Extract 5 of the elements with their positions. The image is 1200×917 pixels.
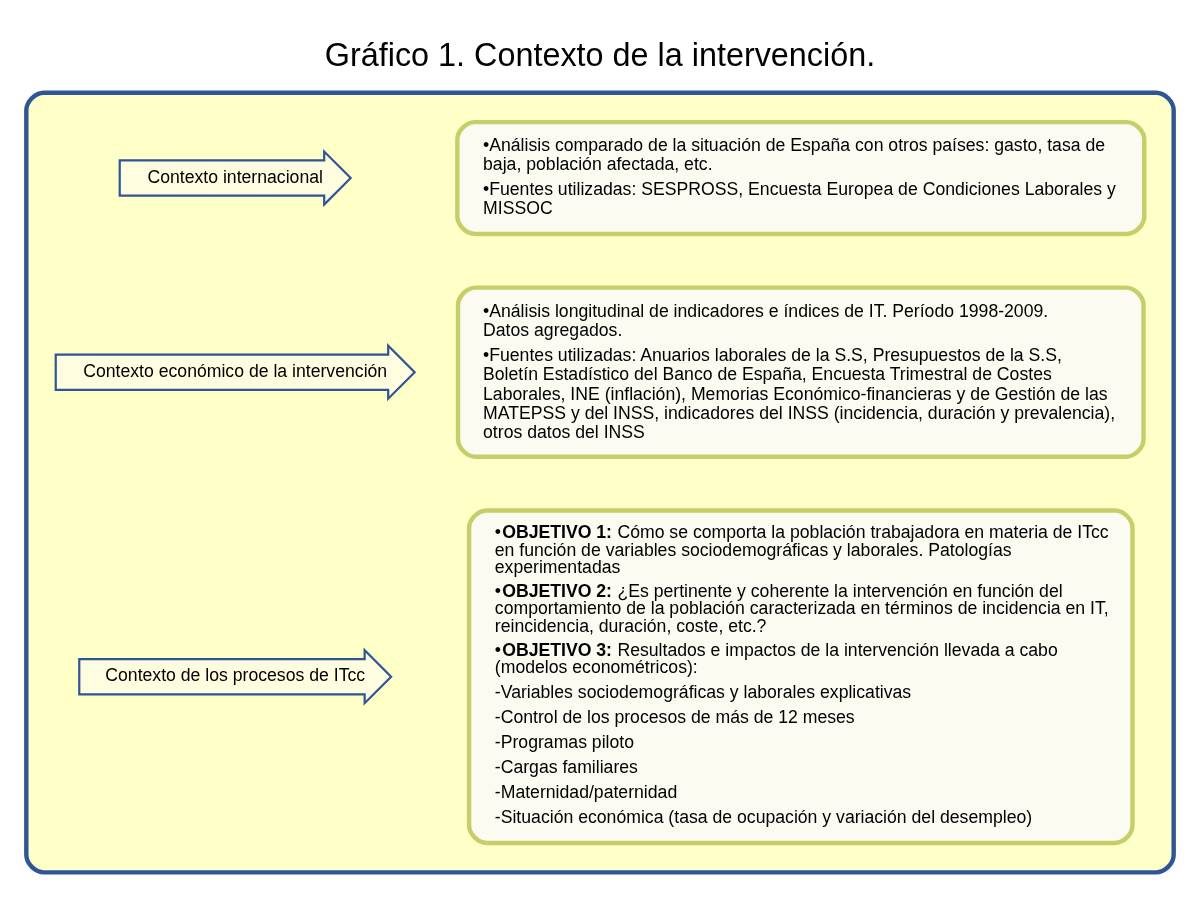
node-box: •Análisis comparado de la situación de España con otros países: gasto, tasa de baja, población afectada, etc. •Fuentes utilizadas: SESPROSS, Encuesta Europea de Condiciones Laborales y MISSOC [455,119,1147,236]
cluster [24,90,1176,875]
node-box: •Análisis longitudinal de indicadores e índices de IT. Período 1998-2009. Datos agregados. •Fuentes utilizadas: Anuarios laborales de la S.S, Presupuestos de la S.S, Boletín Estadístico del Banco de España, Encuesta Trimestral de Costes Laborales, INE (inflación), Memorias Económico-financieras y de Gestión de las MATEPSS y del INSS, indicadores del INSS (incidencia, duración y prevalencia), otros datos del INSS [455,284,1146,459]
diagram-title: Gráfico 1. Contexto de la intervención. [324,36,876,73]
node-box: •OBJETIVO 1: Cómo se comporta la población trabajadora en materia de ITcc en función de variables sociodemográficas y laborales. Patologías experimentadas •OBJETIVO 2: ¿Es pertinente y coherente la intervención en función del comportamiento de la población caracterizada en términos de incidencia en IT, reincidencia, duración, coste, etc.? •OBJETIVO 3: Resultados e impactos de la intervención llevada a cabo (modelos econométricos): -Variables sociodemográficas y laborales explicativas -Control de los procesos de más de 12 meses -Programas piloto -Cargas familiares -Maternidad/paternidad -Situación económica (tasa de ocupación y variación del desempleo) [466,507,1135,845]
